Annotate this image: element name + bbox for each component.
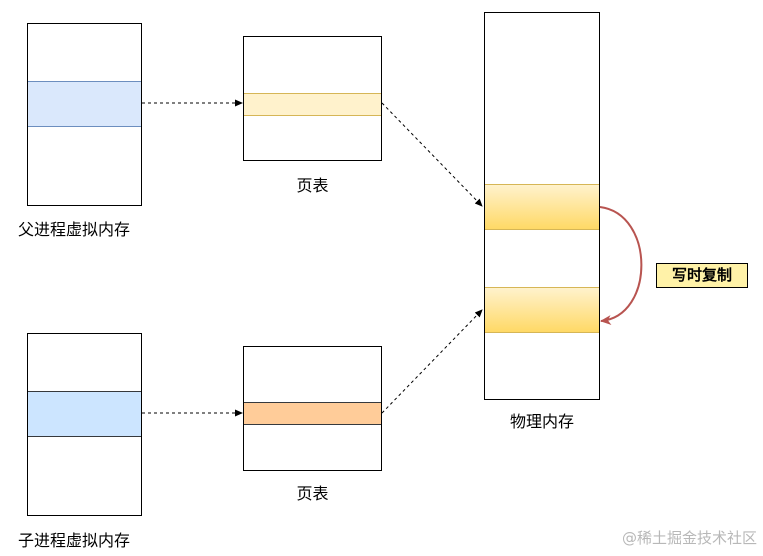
arrow-child-page-table-to-physical xyxy=(381,309,483,414)
physical-memory-box xyxy=(484,12,600,400)
physical-page-copy xyxy=(485,287,599,333)
child-page-table-box xyxy=(243,346,382,471)
arrow-parent-page-table-to-physical xyxy=(381,102,483,207)
parent-page-table-box xyxy=(243,36,382,161)
watermark: @稀土掘金技术社区 xyxy=(621,529,757,547)
child-page-table-entry xyxy=(244,402,381,425)
copy-on-write-arrow xyxy=(599,206,643,326)
physical-memory-label: 物理内存 xyxy=(509,412,574,431)
parent-virtual-memory-label: 父进程虚拟内存 xyxy=(18,220,131,239)
parent-vm-mapped-region xyxy=(28,81,141,127)
copy-on-write-callout: 写时复制 xyxy=(656,263,748,288)
child-vm-mapped-region xyxy=(28,391,141,437)
parent-virtual-memory-box xyxy=(27,23,142,206)
child-virtual-memory-label: 子进程虚拟内存 xyxy=(18,531,131,550)
parent-page-table-label: 页表 xyxy=(296,176,329,195)
parent-page-table-entry xyxy=(244,93,381,116)
child-virtual-memory-box xyxy=(27,333,142,516)
physical-page-original xyxy=(485,184,599,230)
child-page-table-label: 页表 xyxy=(296,484,329,503)
